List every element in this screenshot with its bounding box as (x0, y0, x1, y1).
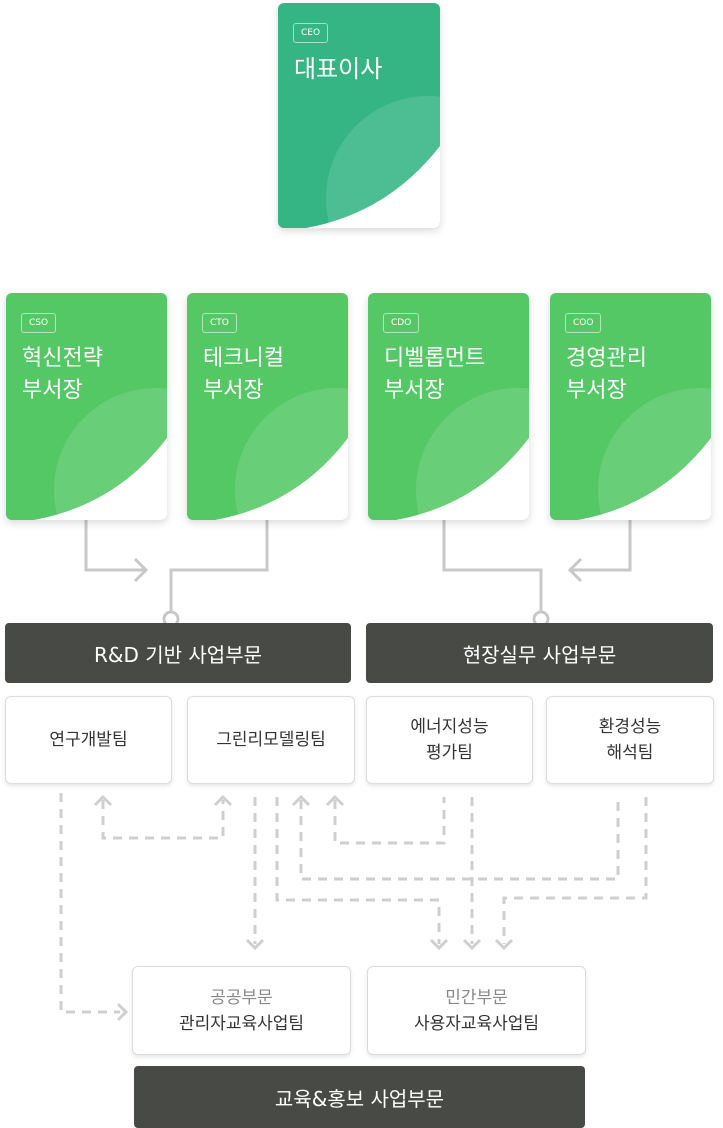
arrowheads (93, 794, 514, 1022)
card-title: 혁신전략 부서장 (22, 346, 103, 403)
exec-card-coo[interactable]: COO 경영관리 부서장 (550, 293, 711, 520)
cdo-connector (442, 520, 543, 612)
card-title: 경영관리 부서장 (566, 346, 647, 403)
arrow-left-icon (567, 557, 583, 583)
team-label: 환경성능 해석팀 (598, 717, 662, 763)
team-green-remodeling[interactable]: 그린리모델링팀 (187, 696, 355, 784)
card-title: 디벨롭먼트 부서장 (384, 346, 486, 403)
division-field: 현장실무 사업부문 (366, 623, 713, 683)
card-title: 테크니컬 부서장 (203, 346, 284, 403)
team-env-analysis[interactable]: 환경성능 해석팀 (546, 696, 714, 784)
team-research[interactable]: 연구개발팀 (5, 696, 172, 784)
team-energy-eval[interactable]: 에너지성능 평가팀 (366, 696, 533, 784)
cso-connector (84, 520, 146, 572)
card-title: 대표이사 (294, 55, 383, 83)
role-tag: CSO (21, 313, 57, 333)
team-public-edu[interactable]: 공공부문 관리자교육사업팀 (132, 966, 351, 1055)
team-private-edu[interactable]: 민간부문 사용자교육사업팀 (367, 966, 586, 1055)
exec-card-cto[interactable]: CTO 테크니컬 부서장 (187, 293, 348, 520)
exec-card-cdo[interactable]: CDO 디벨롭먼트 부서장 (368, 293, 529, 520)
team-label: 연구개발팀 (49, 730, 128, 750)
arrow-right-icon (133, 557, 149, 583)
cto-connector (169, 520, 269, 612)
coo-connector (570, 520, 632, 572)
role-tag: CDO (383, 313, 420, 333)
exec-card-cso[interactable]: CSO 혁신전략 부서장 (6, 293, 167, 520)
team-sector: 민간부문 (445, 987, 508, 1008)
team-sector: 공공부문 (210, 987, 273, 1008)
ceo-card[interactable]: CEO 대표이사 (278, 3, 440, 228)
role-tag: CEO (293, 23, 329, 43)
role-tag: COO (565, 313, 602, 333)
division-rnd: R&D 기반 사업부문 (5, 623, 351, 683)
team-label: 사용자교육사업팀 (413, 1013, 540, 1034)
role-tag: CTO (202, 313, 237, 333)
team-label: 관리자교육사업팀 (178, 1013, 305, 1034)
team-label: 그린리모델링팀 (216, 730, 326, 750)
team-label: 에너지성능 평가팀 (410, 717, 489, 763)
division-edu: 교육&홍보 사업부문 (134, 1066, 585, 1128)
